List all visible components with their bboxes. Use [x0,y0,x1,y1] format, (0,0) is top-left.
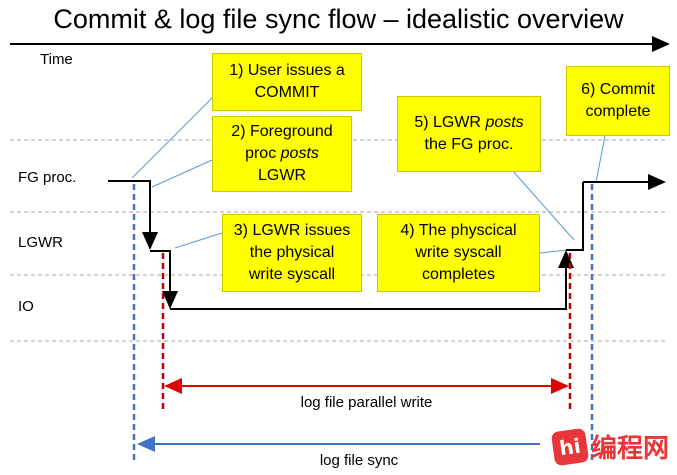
lane-label-io: IO [18,298,34,315]
lane-label-fg: FG proc. [18,169,77,186]
step-5-line2: the FG proc. [424,136,514,153]
step-3-line3: write syscall [248,266,336,283]
step-6-line1: 6) Commit [581,81,655,98]
lane-label-lgwr: LGWR [18,234,63,251]
step-2-box: 2) Foreground proc posts LGWR [212,116,352,192]
parallel-write-label: log file parallel write [300,394,433,411]
step-1-line2: COMMIT [254,84,320,101]
step-2-line1: 2) Foreground [231,123,333,140]
step-4-line1: 4) The physcical [400,222,517,239]
step-3-line2: the physical [249,244,335,261]
step-5-line1a: 5) LGWR [414,114,486,131]
step-4-line2: write syscall [415,244,502,261]
step-5-box: 5) LGWR posts the FG proc. [397,96,541,172]
step-3-line1: 3) LGWR issues [233,222,351,239]
sync-bounds [132,184,594,462]
lane-label-time: Time [40,51,73,68]
step-6-line2: complete [585,103,651,120]
logo-text: 编程网 [590,434,669,464]
step-1-box: 1) User issues a COMMIT [212,53,362,111]
step-4-box: 4) The physcical write syscall completes [377,214,540,292]
process-flow [108,174,666,310]
step-5-line1b: posts [485,114,524,131]
step-3-box: 3) LGWR issues the physical write syscal… [222,214,362,292]
write-bounds [161,253,572,412]
step-2-line2b: posts [280,145,319,162]
sync-label: log file sync [319,452,399,469]
step-4-line3: completes [422,266,495,283]
logo-mark-icon: hi [550,427,590,466]
step-1-line1: 1) User issues a [229,62,345,79]
step-6-box: 6) Commit complete [566,66,670,136]
step-2-line2a: proc [245,145,281,162]
page-title: Commit & log file sync flow – idealistic… [53,4,624,34]
step-2-line3: LGWR [258,167,306,184]
watermark-logo: hi 编程网 [550,427,669,466]
